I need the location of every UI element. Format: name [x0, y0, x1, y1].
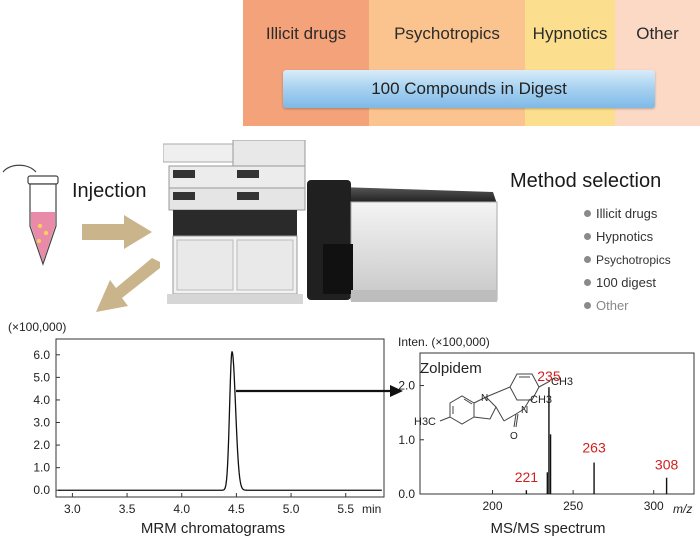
chrom-xtick-label: 3.0 [64, 502, 81, 516]
bullet-icon [584, 233, 591, 240]
msms-spectrum-chart: Inten. (×100,000) 0.0 1.0 2.0 200 250 300 22… [398, 335, 695, 537]
category-label: Hypnotics [532, 24, 608, 43]
chrom-ytick-label: 3.0 [33, 416, 50, 430]
chrom-xtick-label: 4.5 [228, 502, 245, 516]
structure-ch3-top: CH3 [551, 376, 573, 388]
structure-ch3-amide: CH3 [530, 394, 552, 406]
method-item: 100 digest [584, 271, 671, 294]
chrom-title: MRM chromatograms [141, 520, 285, 537]
chrom-ytick-label: 1.0 [33, 461, 50, 475]
spec-ylabel: Inten. (×100,000) [398, 335, 490, 349]
spec-peak-label: 221 [515, 469, 539, 485]
peak-to-spectrum-arrow-icon [236, 385, 403, 397]
spec-xtick-label: 250 [563, 499, 583, 513]
chrom-ytick-label: 0.0 [33, 483, 50, 497]
digest-bar: 100 Compounds in Digest [283, 70, 655, 108]
chrom-y-axis: 0.0 1.0 2.0 3.0 4.0 5.0 6.0 [33, 348, 60, 497]
spec-xlabel: m/z [673, 502, 692, 516]
spec-peak-label: 308 [655, 457, 679, 473]
structure-n-ring: N [481, 393, 488, 404]
category-label: Illicit drugs [265, 24, 347, 43]
bullet-icon [584, 210, 591, 217]
spec-peaks: 221 235 263 308 [515, 368, 679, 494]
spec-ytick-label: 0.0 [398, 487, 415, 501]
mrm-chromatogram-chart: (×100,000) 0.0 1.0 2.0 3.0 4.0 5.0 6.0 3.0 3.5 4… [8, 320, 385, 537]
method-selection-list: Illicit drugs Hypnotics Psychotropics 10… [584, 202, 671, 317]
chrom-ytick-label: 2.0 [33, 438, 50, 452]
spec-title: MS/MS spectrum [490, 520, 605, 537]
chrom-x-axis: 3.0 3.5 4.0 4.5 5.0 5.5 [64, 493, 354, 516]
digest-label: 100 Compounds in Digest [371, 79, 567, 98]
spec-xtick-label: 300 [644, 499, 664, 513]
structure-h3c: H3C [414, 416, 436, 428]
spec-y-axis: 0.0 1.0 2.0 [398, 379, 424, 501]
chrom-xtick-label: 3.5 [119, 502, 136, 516]
method-item: Psychotropics [584, 248, 671, 271]
chrom-ytick-label: 6.0 [33, 348, 50, 362]
chrom-xtick-label: 5.5 [337, 502, 354, 516]
chrom-xtick-label: 5.0 [283, 502, 300, 516]
chrom-ytick-label: 5.0 [33, 370, 50, 384]
sample-tube-icon [2, 164, 59, 266]
chrom-xlabel-unit: min [362, 502, 381, 516]
method-item: Illicit drugs [584, 202, 671, 225]
spec-ytick-label: 1.0 [398, 433, 415, 447]
spec-xtick-label: 200 [483, 499, 503, 513]
chrom-ytick-label: 4.0 [33, 393, 50, 407]
structure-o: O [510, 431, 518, 442]
chrom-trace [58, 351, 382, 491]
spec-plot-frame [419, 352, 695, 495]
bullet-icon [584, 256, 591, 263]
chrom-xtick-label: 4.0 [173, 502, 190, 516]
bullet-icon [584, 279, 591, 286]
method-item: Hypnotics [584, 225, 671, 248]
right-arrow-icon [82, 215, 152, 249]
zolpidem-structure [439, 373, 551, 428]
structure-n-amide: N [521, 405, 528, 416]
compound-name: Zolpidem [420, 360, 482, 377]
spec-peak-label: 235 [537, 368, 561, 384]
category-label: Psychotropics [394, 24, 500, 43]
chrom-ylabel: (×100,000) [8, 320, 66, 334]
lc-msms-instrument [163, 140, 498, 304]
category-label: Other [636, 24, 679, 43]
chrom-plot-frame [55, 338, 385, 498]
spec-ytick-label: 2.0 [398, 379, 415, 393]
spec-peak-label: 263 [582, 440, 606, 456]
down-left-arrow-icon [96, 258, 160, 312]
method-item: Other [584, 294, 671, 317]
method-selection-title: Method selection [510, 170, 662, 192]
bullet-icon [584, 302, 591, 309]
spec-x-axis: 200 250 300 [483, 490, 664, 513]
injection-label: Injection [72, 180, 147, 202]
